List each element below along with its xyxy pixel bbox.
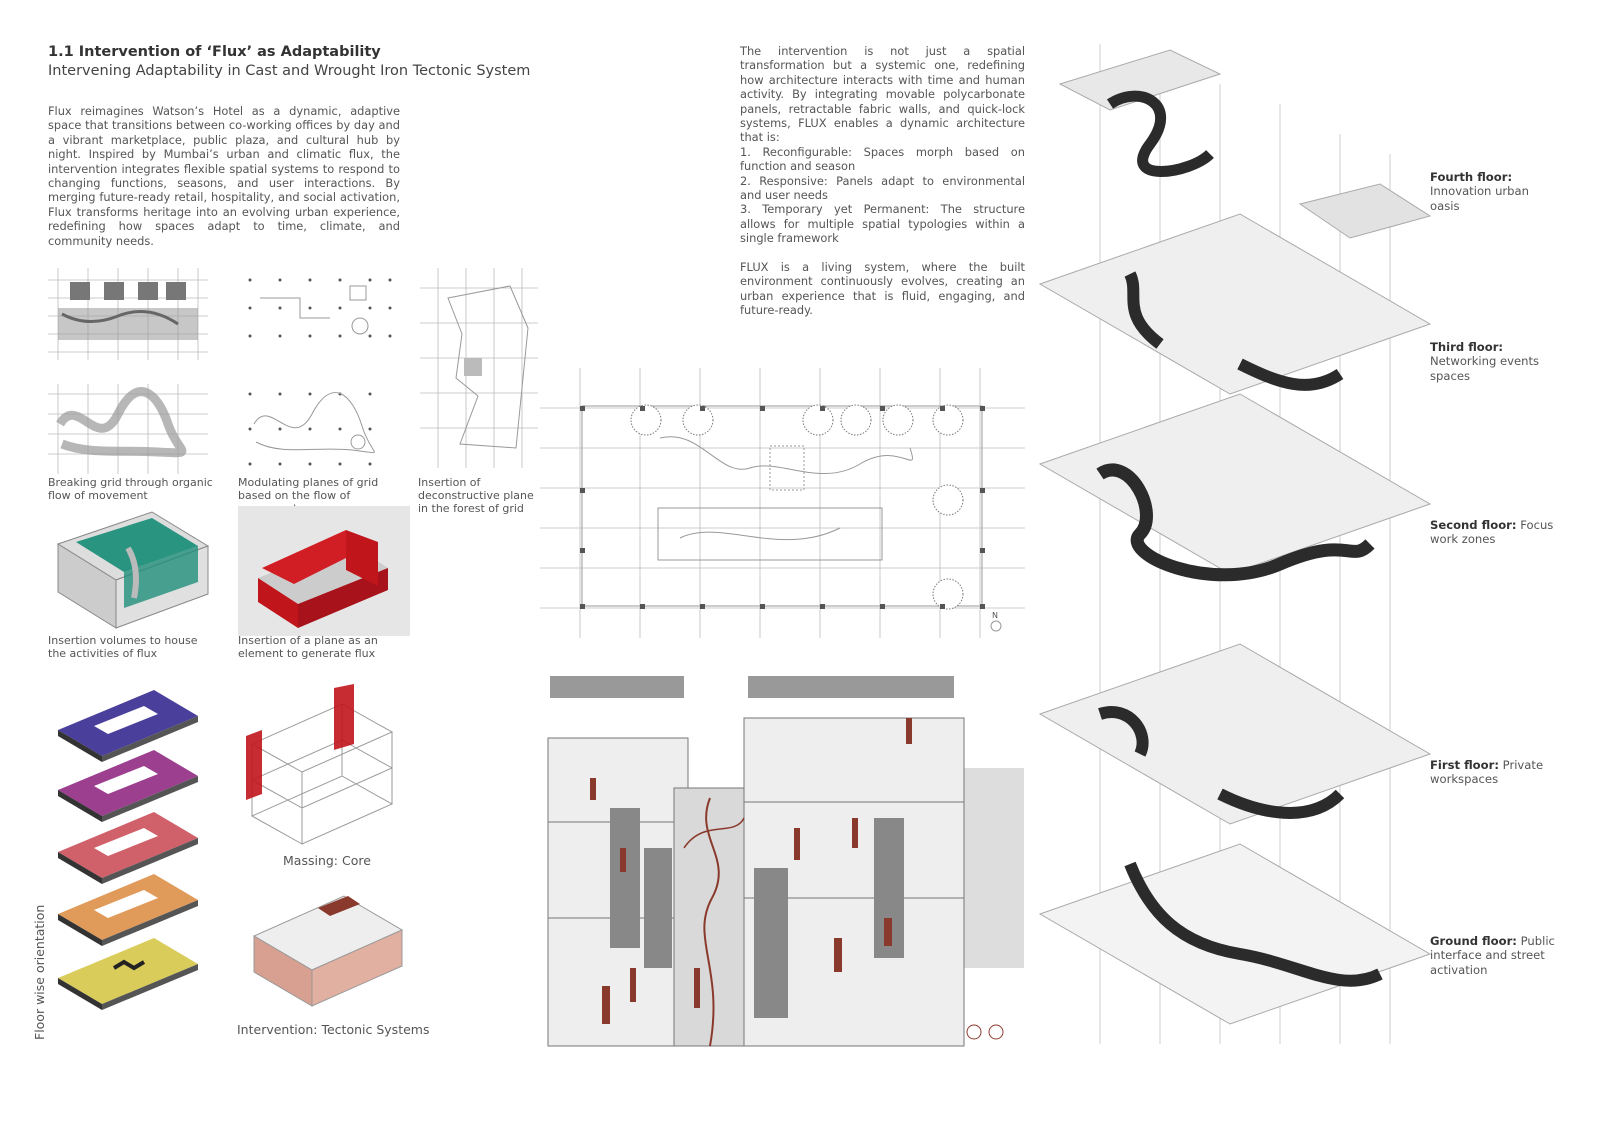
caption-insertion-volumes: Insertion volumes to house the activitie… (48, 634, 198, 660)
floor-label-desc: Innovation urban oasis (1430, 184, 1529, 213)
massing-core-diagram (246, 684, 394, 845)
page-subtitle: Intervening Adaptability in Cast and Wro… (48, 63, 531, 79)
intro-paragraph: Flux reimagines Watson’s Hotel as a dyna… (48, 104, 400, 248)
grid-diagram-deconstructive (420, 268, 538, 468)
north-arrow-label: N (992, 611, 998, 620)
grid-diagram-breaking (48, 384, 208, 474)
floor-label-name: Second floor: (1430, 518, 1517, 532)
systemic-closing: FLUX is a living system, where the built… (740, 259, 1025, 317)
caption-massing-core: Massing: Core (283, 853, 371, 868)
exploded-axonometric (1038, 44, 1432, 1044)
floor-label-desc: Networking events spaces (1430, 354, 1540, 383)
insertion-volumes-diagram (56, 511, 210, 629)
floor-label-desc: Public interface and street activation (1430, 934, 1555, 977)
floor-label-third: Third floor: Networking events spaces (1430, 340, 1560, 383)
systemic-list-item: 1. Reconfigurable: Spaces morph based on… (740, 144, 1025, 174)
section-perspective (547, 676, 1024, 1047)
floor-label-name: Fourth floor: (1430, 170, 1513, 184)
caption-modulating-planes: Modulating planes of grid based on the f… (238, 476, 379, 515)
systemic-text: The intervention is not just a spatial t… (740, 44, 1025, 317)
page-title: 1.1 Intervention of ‘Flux’ as Adaptabili… (48, 44, 381, 60)
systemic-list-item: 3. Temporary yet Permanent: The structur… (740, 202, 1025, 246)
floor-label-desc: Focus work zones (1430, 518, 1554, 547)
tectonic-systems-diagram (252, 895, 404, 1007)
floor-stack-diagram (58, 690, 198, 1010)
floor-label-name: First floor: (1430, 758, 1499, 772)
insertion-plane-diagram (238, 506, 410, 636)
systemic-paragraph: The intervention is not just a spatial t… (740, 44, 1025, 145)
floor-label-ground: Ground floor: Public interface and stree… (1430, 934, 1560, 977)
floor-orientation-label: Floor wise orientation (32, 904, 47, 1040)
systemic-list-item: 2. Responsive: Panels adapt to environme… (740, 173, 1025, 203)
floor-label-name: Third floor: (1430, 340, 1504, 354)
floor-plan (540, 368, 1025, 638)
floor-label-first: First floor: Private workspaces (1430, 758, 1560, 787)
caption-deconstructive-plane: Insertion of deconstructive plane in the… (418, 476, 534, 515)
floor-label-desc: Private workspaces (1430, 758, 1544, 787)
floor-label-fourth: Fourth floor: Innovation urban oasis (1430, 170, 1560, 213)
caption-breaking-grid: Breaking grid through organic flow of mo… (48, 476, 213, 502)
floor-label-second: Second floor: Focus work zones (1430, 518, 1560, 547)
grid-diagram-modulating (248, 392, 375, 466)
floor-label-name: Ground floor: (1430, 934, 1517, 948)
caption-insertion-plane: Insertion of a plane as an element to ge… (238, 634, 378, 660)
caption-tectonic: Intervention: Tectonic Systems (237, 1022, 430, 1037)
grid-diagram-dots (248, 278, 392, 338)
grid-diagram-original (48, 268, 208, 360)
